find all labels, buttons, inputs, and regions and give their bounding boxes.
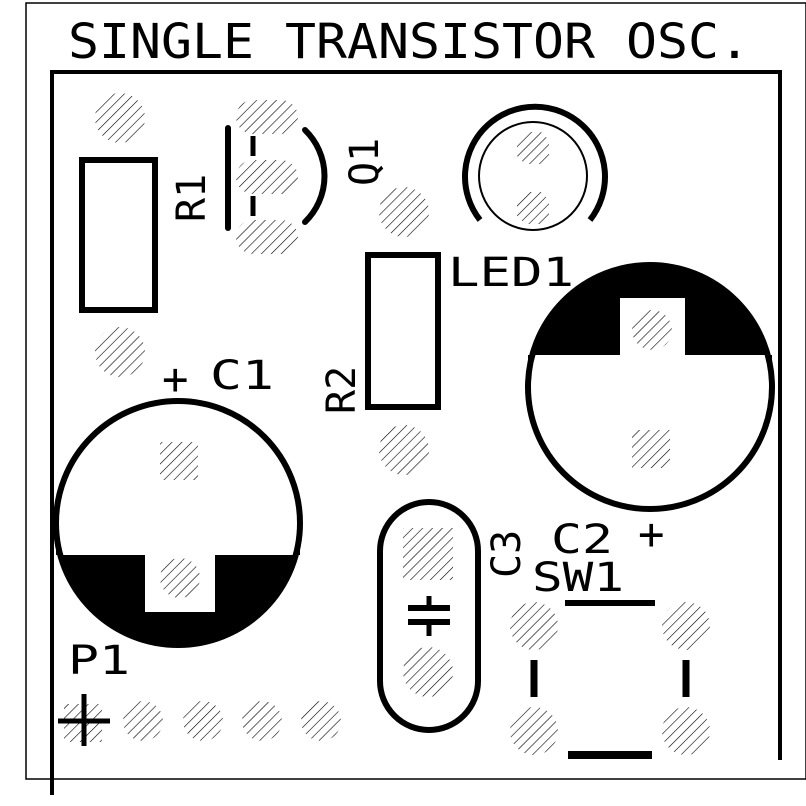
c2-label: C2 [551,517,613,563]
c2-polarity-mark: + [638,509,665,560]
c1-polarity-mark: + [162,354,189,405]
led1-pad-1 [517,132,549,164]
c3-label: C3 [484,530,530,578]
p1-pad-2 [123,701,163,741]
q1-label: Q1 [342,138,388,186]
c3-pad-square [403,528,453,580]
r2-body [365,252,441,410]
sw1-pad-2 [662,602,710,650]
p1-pad-3 [183,701,223,741]
q1-pad-3 [236,220,298,254]
c3-component: C3 [377,499,530,733]
p1-pad-5 [301,701,341,741]
led1-inner-ring [478,121,588,231]
r1-pad-bottom [95,327,145,377]
r1-pad-top [95,93,145,143]
led1-label: LED1 [448,250,574,296]
r1-body [79,157,158,313]
c2-component: + C2 [525,262,775,563]
sw1-pad-3 [510,707,558,755]
q1-component: Q1 [225,100,388,254]
c3-pad-round [403,647,453,697]
r2-label: R2 [319,366,365,414]
led1-component: LED1 [448,103,608,296]
sw1-pad-1 [510,602,558,650]
c1-pad-square [160,442,198,480]
r2-component: R2 [319,187,441,475]
p1-pad-4 [242,701,282,741]
r1-label: R1 [169,174,215,222]
led1-pad-2 [517,192,549,224]
sw1-label: SW1 [532,555,624,601]
q1-pad-2 [236,160,298,194]
r2-pad-bottom [379,425,429,475]
c1-component: + C1 [53,353,303,648]
r2-pad-top [379,187,429,237]
c1-label: C1 [210,353,274,399]
c2-pad-square [632,430,670,468]
c2-pad-round [632,310,672,350]
sw1-component: SW1 [510,555,710,759]
r1-component: R1 [79,93,215,377]
c1-negative-band [56,523,300,645]
board-title: SINGLE TRANSISTOR OSC. [68,14,750,70]
c2-negative-band [528,265,772,387]
sw1-pad-4 [662,707,710,755]
p1-label: P1 [68,638,130,684]
c1-pad-round [160,558,200,598]
led1-outline [462,103,608,222]
c3-outline [377,499,481,733]
p1-component: P1 [58,638,341,746]
q1-pad-1 [236,100,298,134]
outer-frame [25,2,806,780]
q1-body-arc [302,127,328,225]
board-outline [50,70,782,795]
